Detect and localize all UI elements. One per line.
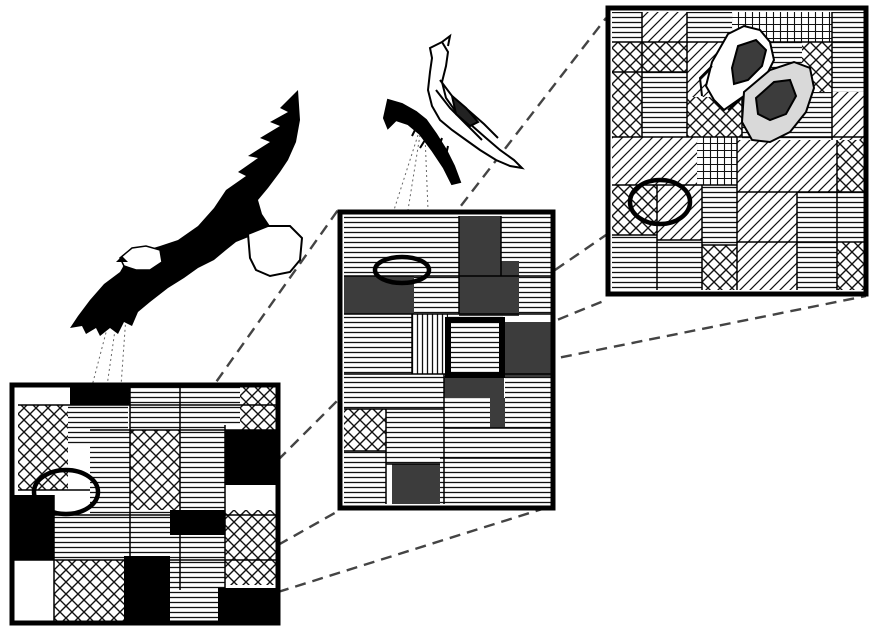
connector-line <box>278 505 555 592</box>
connector-line <box>555 235 606 270</box>
connector-line <box>278 400 338 460</box>
panel-eagle-texture <box>12 385 278 623</box>
songbird-icon <box>384 36 522 184</box>
connector-line <box>508 296 866 368</box>
connector-line <box>278 510 340 545</box>
panel-songbird-texture <box>340 212 553 508</box>
eagle-icon <box>70 90 302 336</box>
